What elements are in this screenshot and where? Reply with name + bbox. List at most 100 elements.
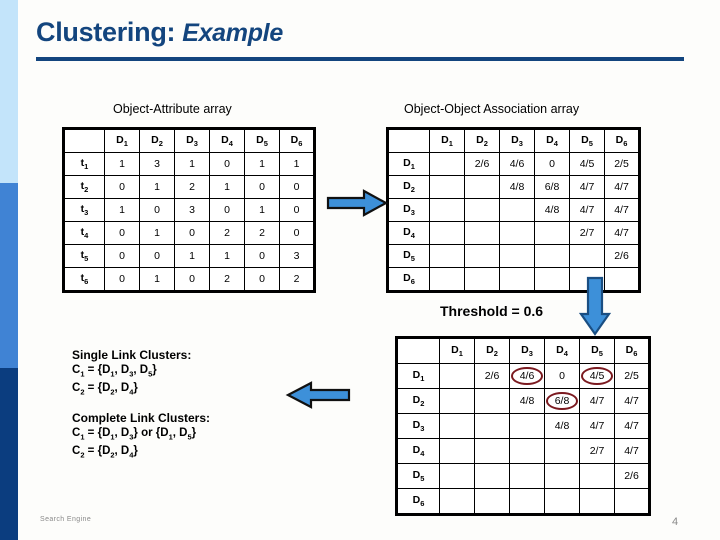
cell-d4-d6: 4/7 [604,221,640,245]
cell-t2-d4: 1 [209,175,245,199]
column-header-d2: D2 [139,128,175,153]
cell-d4-d2 [464,221,500,245]
row-header-d5: D5 [396,463,440,489]
threshold-label: Threshold = 0.6 [440,303,544,319]
cell-t5-d1: 0 [104,244,140,268]
title-main: Clustering: [36,17,176,47]
table-corner-cell [63,128,105,153]
caption-object-attribute: Object-Attribute array [113,102,232,116]
single-link-heading: Single Link Clusters: [72,348,192,362]
cell-t3-d4: 0 [209,198,245,222]
complete-link-c1: C1 = {D1, D3} or {D1, D5} [72,426,197,441]
cell-d2-d3: 4/8 [499,175,535,199]
row-header-t5: t5 [63,244,105,268]
column-header-d5: D5 [579,337,615,364]
row-header-d2: D2 [387,175,430,199]
row-header-d1: D1 [396,363,440,389]
cell-d3-d1 [429,198,465,222]
cell-d6-d4 [544,488,580,515]
row-header-t2: t2 [63,175,105,199]
column-header-d1: D1 [429,128,465,153]
cell-t5-d2: 0 [139,244,175,268]
cell-d5-d3 [499,244,535,268]
cell-d5-d4 [544,463,580,489]
single-link-c2: C2 = {D2, D4} [72,382,138,397]
cell-d5-d5 [569,244,605,268]
cell-d3-d4: 4/8 [544,413,580,439]
cell-t4-d3: 0 [174,221,210,245]
cell-d4-d3 [509,438,545,464]
cell-t4-d4: 2 [209,221,245,245]
row-header-d4: D4 [396,438,440,464]
table-corner-cell [396,337,440,364]
column-header-d3: D3 [499,128,535,153]
cell-d1-d4: 0 [544,363,580,389]
row-header-d6: D6 [396,488,440,515]
table-corner-cell [387,128,430,153]
title-emphasis: Example [182,19,283,47]
column-header-d3: D3 [509,337,545,364]
cell-d1-d2: 2/6 [474,363,510,389]
cluster-spacer [72,400,210,411]
cell-d1-d5: 4/5 [579,363,615,389]
cell-t6-d5: 0 [244,267,280,292]
row-header-d1: D1 [387,152,430,176]
column-header-d6: D6 [614,337,650,364]
cell-d6-d2 [464,267,500,292]
cell-t2-d6: 0 [279,175,315,199]
highlight-circle: 4/5 [580,367,614,385]
cell-d3-d6: 4/7 [614,413,650,439]
row-header-d3: D3 [396,413,440,439]
row-header-t3: t3 [63,198,105,222]
cell-d1-d6: 2/5 [614,363,650,389]
cell-t3-d6: 0 [279,198,315,222]
row-header-d2: D2 [396,388,440,414]
title-underline [36,57,684,61]
cell-d5-d1 [429,244,465,268]
arrow-left-icon [285,381,351,409]
cell-t3-d1: 1 [104,198,140,222]
cell-d2-d4: 6/8 [534,175,570,199]
column-header-d6: D6 [279,128,315,153]
cell-t6-d3: 0 [174,267,210,292]
cell-d5-d2 [474,463,510,489]
column-header-d6: D6 [604,128,640,153]
cell-d4-d5: 2/7 [579,438,615,464]
page-title: Clustering:Example [36,17,283,48]
cell-d6-d6 [614,488,650,515]
sidebar-band-light [0,0,18,183]
sidebar-band-medium [0,183,18,368]
page-number: 4 [672,516,679,528]
column-header-d1: D1 [439,337,475,364]
cell-d4-d3 [499,221,535,245]
cell-t2-d1: 0 [104,175,140,199]
cell-t3-d2: 0 [139,198,175,222]
column-header-d1: D1 [104,128,140,153]
cell-d3-d2 [464,198,500,222]
highlight-circle: 6/8 [545,392,579,410]
sidebar-gap [18,0,28,540]
cell-d1-d1 [429,152,465,176]
row-header-t4: t4 [63,221,105,245]
arrow-down-icon [578,276,612,336]
table-row: D5 2/6 [387,244,640,268]
arrow-right-icon [326,189,388,217]
single-link-c1: C1 = {D1, D3, D5} [72,364,157,379]
cell-t4-d5: 2 [244,221,280,245]
row-header-t6: t6 [63,267,105,292]
cell-d6-d6 [604,267,640,292]
cell-d5-d6: 2/6 [614,463,650,489]
column-header-d4: D4 [544,337,580,364]
